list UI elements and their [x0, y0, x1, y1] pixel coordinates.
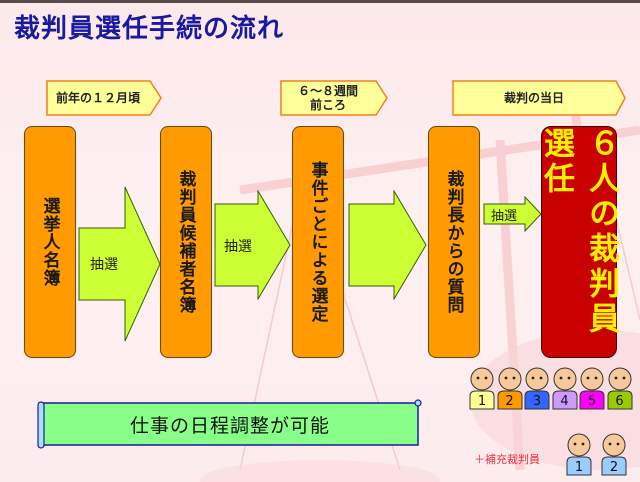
- person-icon: [552, 367, 577, 410]
- phase-label: ６～８週間 前ころ: [297, 84, 358, 112]
- arrow-lottery-2: 抽選: [214, 190, 292, 300]
- step-judge-questions: 裁判長からの質問: [428, 126, 480, 358]
- arrow-label: 抽選: [90, 257, 118, 273]
- juror-number: 6: [615, 393, 624, 409]
- juror-figure: 6: [607, 366, 633, 410]
- person-icon: [607, 367, 632, 410]
- alternate-juror-number: 2: [609, 459, 619, 475]
- arrow-step-3: [348, 190, 428, 300]
- juror-number: 5: [587, 393, 597, 409]
- page-title: 裁判員選任手続の流れ: [14, 14, 285, 44]
- step-voter-list: 選挙人名簿: [24, 126, 76, 358]
- note-scroll-banner: 仕事の日程調整が可能: [36, 398, 424, 450]
- juror-figure: 2: [497, 366, 523, 410]
- juror-number: 2: [505, 393, 514, 409]
- juror-figure: 5: [579, 366, 605, 410]
- person-icon: [579, 367, 605, 410]
- juror-number: 4: [560, 393, 569, 409]
- phase-banner-weeks-before: ６～８週間 前ころ: [280, 80, 388, 116]
- phase-label: 裁判の当日: [503, 91, 564, 105]
- arrow-lottery-final: 抽選: [483, 196, 543, 232]
- person-icon: [566, 433, 592, 476]
- juror-number: 1: [477, 393, 487, 409]
- step-six-jurors-selected: ６人の裁判員選任: [538, 126, 619, 358]
- arrow-label: 抽選: [491, 209, 518, 224]
- phase-banner-trial-day: 裁判の当日: [452, 80, 626, 116]
- phase-label: 前年の１２月頃: [55, 91, 140, 105]
- alternate-juror-figure: 2: [601, 432, 627, 476]
- person-icon: [601, 433, 627, 476]
- top-border: [0, 0, 640, 3]
- phase-banner-december: 前年の１２月頃: [46, 80, 162, 116]
- alternate-juror-number: 1: [574, 459, 584, 475]
- arrow-label: 抽選: [224, 239, 252, 255]
- juror-number: 3: [532, 393, 542, 409]
- note-text: 仕事の日程調整が可能: [129, 414, 330, 437]
- person-icon: [497, 367, 522, 410]
- alternate-jurors-label: ＋補充裁判員: [474, 453, 540, 466]
- juror-figure: 1: [469, 366, 495, 410]
- juror-figure: 3: [524, 366, 550, 410]
- juror-figure: 4: [552, 366, 578, 410]
- person-icon: [524, 367, 550, 410]
- step-label: 裁判員候補者名簿: [175, 170, 196, 314]
- step-case-selection: 事件ごとによる選定: [292, 126, 344, 358]
- step-candidate-list: 裁判員候補者名簿: [160, 126, 212, 358]
- final-step-label: ６人の裁判員選任: [538, 127, 619, 337]
- step-label: 選挙人名簿: [39, 197, 60, 287]
- person-icon: [469, 367, 495, 410]
- arrow-lottery-1: 抽選: [78, 186, 162, 342]
- step-label: 事件ごとによる選定: [307, 161, 328, 323]
- alternate-juror-figure: 1: [566, 432, 592, 476]
- step-label: 裁判長からの質問: [443, 170, 464, 314]
